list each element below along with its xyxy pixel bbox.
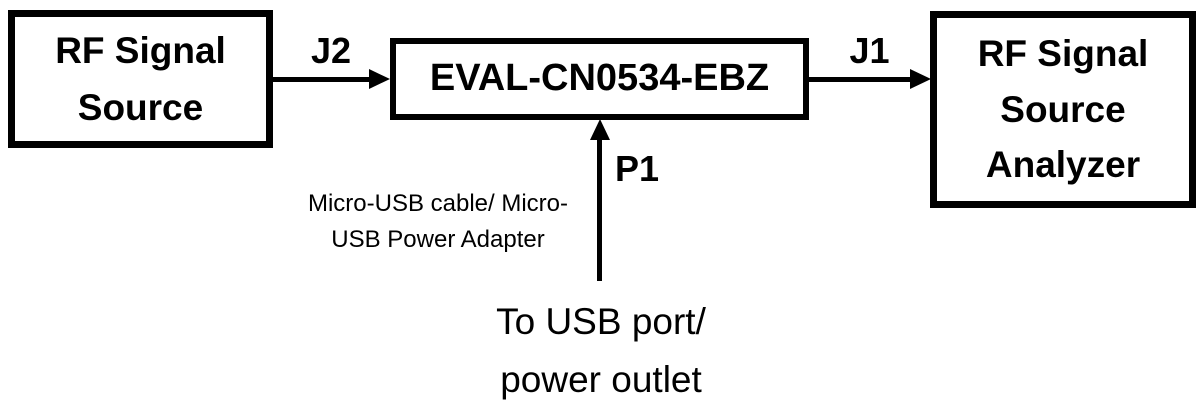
- eval-cn0534-ebz-label: EVAL-CN0534-EBZ: [429, 57, 770, 100]
- rf-signal-source-box: RF Signal Source: [8, 10, 273, 148]
- rf-signal-source-analyzer-label: RF Signal Source Analyzer: [977, 33, 1149, 186]
- j2-arrow-line: [272, 77, 372, 82]
- j2-arrowhead-icon: [369, 69, 390, 89]
- p1-arrow-line: [597, 137, 602, 281]
- j1-arrow-line: [808, 77, 913, 82]
- p1-connector-label: P1: [615, 148, 660, 189]
- micro-usb-cable-annotation: Micro-USB cable/ Micro- USB Power Adapte…: [307, 190, 569, 253]
- rf-signal-source-label: RF Signal Source: [55, 29, 226, 128]
- p1-arrowhead-icon: [590, 119, 610, 140]
- eval-cn0534-ebz-box: EVAL-CN0534-EBZ: [390, 38, 809, 120]
- usb-destination-annotation: To USB port/ power outlet: [496, 301, 706, 401]
- rf-signal-source-analyzer-box: RF Signal Source Analyzer: [930, 11, 1196, 208]
- j1-connector-label: J1: [849, 30, 890, 71]
- j2-connector-label: J2: [310, 30, 352, 71]
- j1-arrowhead-icon: [910, 69, 931, 89]
